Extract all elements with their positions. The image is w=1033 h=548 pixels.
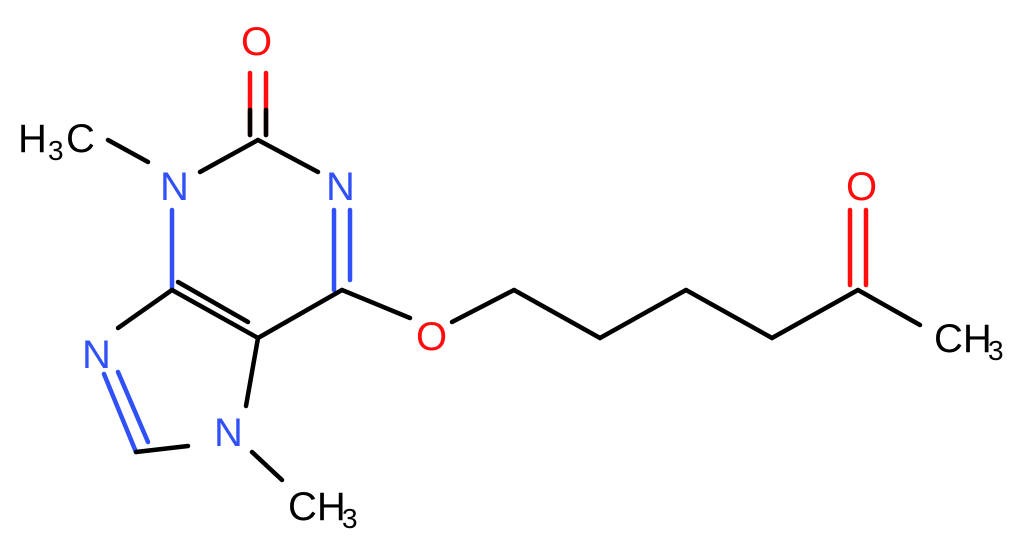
- bond-o-c1: [449, 287, 517, 325]
- bond-c2-n1: [255, 137, 321, 175]
- atom-labels: O N N H 3 C N N CH 3 O O CH 3: [18, 20, 1004, 534]
- bond-ketone-methyl: [855, 287, 923, 328]
- bond-n7-c5: [243, 335, 261, 409]
- bond-n7-methyl: [249, 449, 285, 483]
- bond-chain-3: [683, 287, 775, 341]
- bond-chain-1: [511, 287, 603, 341]
- bond-chain-2: [597, 287, 689, 341]
- methyl-chain-ch: CH: [934, 317, 992, 361]
- bond-c5-c4-b: [175, 279, 251, 325]
- bond-n9-c8-b: [115, 369, 151, 445]
- bond-c5-c4-a: [169, 287, 261, 341]
- bond-c8-n7: [133, 443, 191, 455]
- bond-c6-o: [339, 287, 413, 321]
- methyl-chain-subscript: 3: [988, 335, 1004, 366]
- bond-n9-c8-a: [101, 371, 139, 455]
- nitrogen-n1-label: N: [326, 165, 355, 209]
- nitrogen-n9-label: N: [82, 333, 111, 377]
- methyl-n3-c: C: [66, 117, 95, 161]
- bond-chain-4: [769, 287, 861, 341]
- nitrogen-n3-label: N: [160, 165, 189, 209]
- bond-c6-c5: [255, 287, 345, 341]
- bonds: [101, 70, 923, 483]
- methyl-n7-ch: CH: [288, 485, 346, 529]
- methyl-n3-subscript: 3: [48, 135, 64, 166]
- methyl-n3-h: H: [18, 117, 47, 161]
- nitrogen-n7-label: N: [214, 411, 243, 455]
- bond-c4-n9: [115, 287, 175, 331]
- bond-n3-methyl: [105, 137, 151, 165]
- bond-c2-n3: [197, 137, 261, 175]
- oxygen-carbonyl-label: O: [241, 20, 272, 64]
- oxygen-ether-label: O: [416, 315, 447, 359]
- methyl-n7-subscript: 3: [342, 503, 358, 534]
- oxygen-ketone-label: O: [846, 165, 877, 209]
